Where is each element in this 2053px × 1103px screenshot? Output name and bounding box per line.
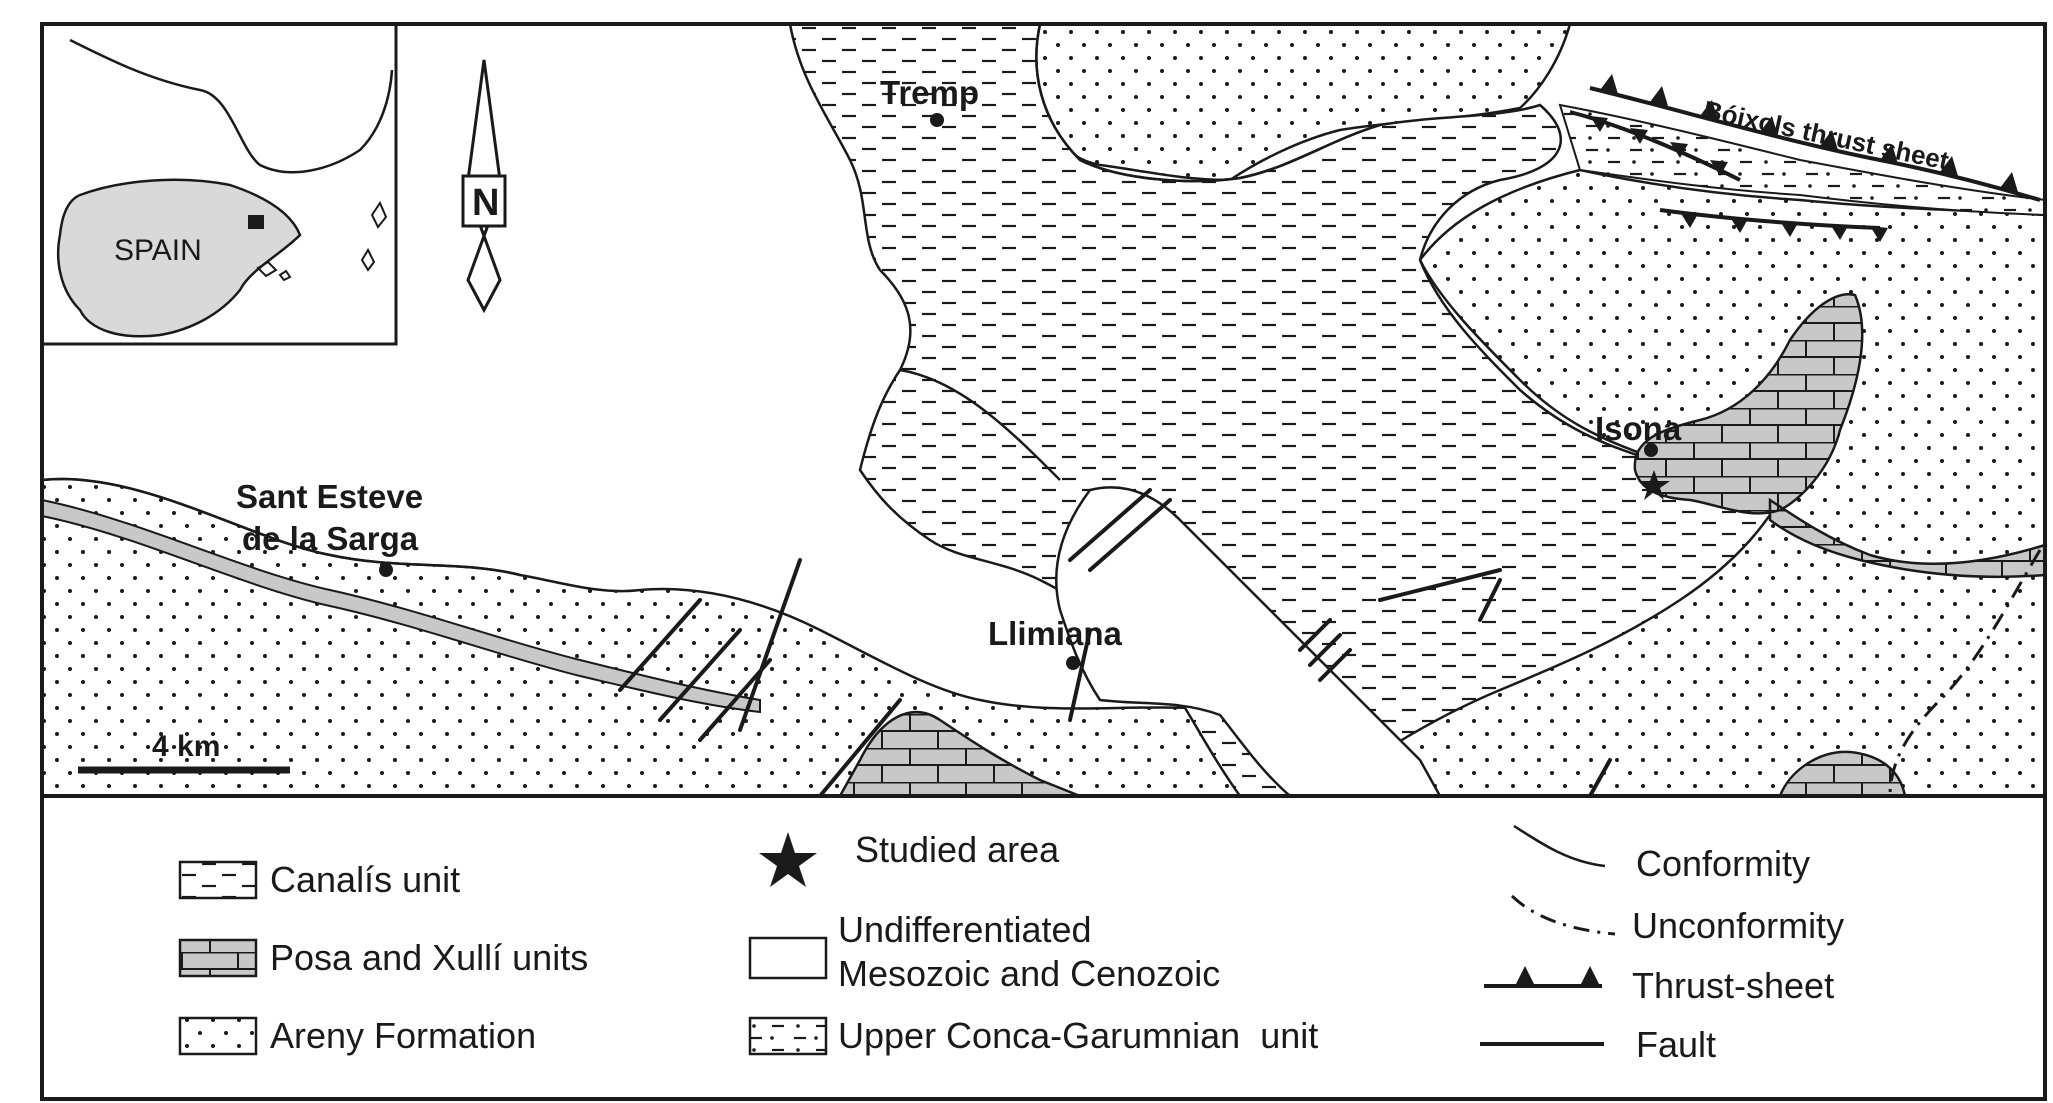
legend-label-canalis: Canalís unit xyxy=(270,859,460,900)
scale-bar-label: 4 km xyxy=(152,730,220,763)
inset-islands xyxy=(256,200,388,282)
inset-country-label: SPAIN xyxy=(114,234,202,267)
legend-label-areny: Areny Formation xyxy=(270,1015,536,1056)
place-marker-isona xyxy=(1644,443,1658,457)
studied-area-marker xyxy=(1638,470,1670,500)
areny-formation-north xyxy=(1028,22,1572,182)
place-label-isona: Isona xyxy=(1595,410,1682,447)
legend-symbol-thrust-tooth-1 xyxy=(1515,966,1535,986)
legend-swatch-areny xyxy=(178,1016,258,1056)
conformity-traces xyxy=(41,23,1381,577)
inset-study-location xyxy=(248,215,264,229)
legend-item-thrust-sheet: Thrust-sheet xyxy=(1484,965,1834,1006)
legend-swatch-canalis xyxy=(178,860,258,900)
thrust-teeth xyxy=(1590,74,2018,242)
north-arrow-letter: N xyxy=(472,182,499,224)
legend-label-unconformity: Unconformity xyxy=(1632,905,1844,946)
undifferentiated-wedge xyxy=(1055,486,1443,798)
legend-item-posa-xulli: Posa and Xullí units xyxy=(178,937,588,978)
legend-symbol-thrust-tooth-2 xyxy=(1580,966,1600,986)
place-label-llimiana: Llimiana xyxy=(988,615,1123,652)
legend-panel: Canalís unit Posa and Xullí units Areny … xyxy=(40,794,2047,1101)
legend-label-studied-area: Studied area xyxy=(855,829,1060,870)
legend-item-areny: Areny Formation xyxy=(178,1015,536,1056)
legend-symbol-star xyxy=(759,832,817,887)
legend-item-canalis: Canalís unit xyxy=(178,859,460,900)
place-label-tremp: Tremp xyxy=(880,74,979,111)
legend-panel-frame xyxy=(40,794,2047,1101)
legend-label-posa-xulli: Posa and Xullí units xyxy=(270,937,588,978)
place-marker-llimiana xyxy=(1066,656,1080,670)
place-label-sant-esteve-line1: Sant Esteve xyxy=(236,478,423,515)
legend-label-fault: Fault xyxy=(1636,1024,1716,1065)
posa-xulli-south xyxy=(837,710,1081,798)
place-marker-sant-esteve xyxy=(379,563,393,577)
legend-symbol-unconformity xyxy=(1510,894,1616,936)
legend-item-conformity: Conformity xyxy=(1513,824,1810,884)
legend-label-thrust-sheet: Thrust-sheet xyxy=(1632,965,1834,1006)
boixols-thrust-trace xyxy=(1589,86,2041,202)
unconformity-trace xyxy=(1888,549,2042,797)
legend-item-undifferentiated: Undifferentiated Mesozoic and Cenozoic xyxy=(748,909,1220,994)
inset-iberia-land xyxy=(56,178,302,338)
north-arrow: N xyxy=(461,59,507,314)
legend-item-unconformity: Unconformity xyxy=(1510,894,1844,946)
north-arrow-letter-box xyxy=(461,174,507,228)
inset-map: SPAIN xyxy=(40,22,398,346)
legend-label-conformity: Conformity xyxy=(1636,843,1810,884)
place-marker-tremp xyxy=(930,113,944,127)
legend-label-upper-conca: Upper Conca-Garumnian unit xyxy=(838,1015,1318,1056)
legend-swatch-upper-conca xyxy=(748,1016,828,1056)
faults xyxy=(618,488,1612,798)
canalis-unit xyxy=(788,22,1792,798)
legend-swatch-undifferentiated xyxy=(748,936,828,980)
posa-xulli-southeast xyxy=(1778,750,1907,798)
map-panel: Tremp Isona Sant Esteve de la Sarga Llim… xyxy=(40,22,2047,798)
legend-symbol-conformity xyxy=(1513,824,1606,868)
place-label-sant-esteve-line2: de la Sarga xyxy=(242,520,419,557)
legend-swatch-posa-xulli xyxy=(178,938,258,978)
legend-label-undifferentiated-line2: Mesozoic and Cenozoic xyxy=(838,953,1220,994)
legend-label-undifferentiated-line1: Undifferentiated xyxy=(838,909,1092,950)
inset-france-outline xyxy=(69,38,394,174)
legend-item-fault: Fault xyxy=(1480,1024,1716,1065)
legend-item-upper-conca: Upper Conca-Garumnian unit xyxy=(748,1015,1318,1056)
legend-item-studied-area: Studied area xyxy=(759,829,1060,887)
